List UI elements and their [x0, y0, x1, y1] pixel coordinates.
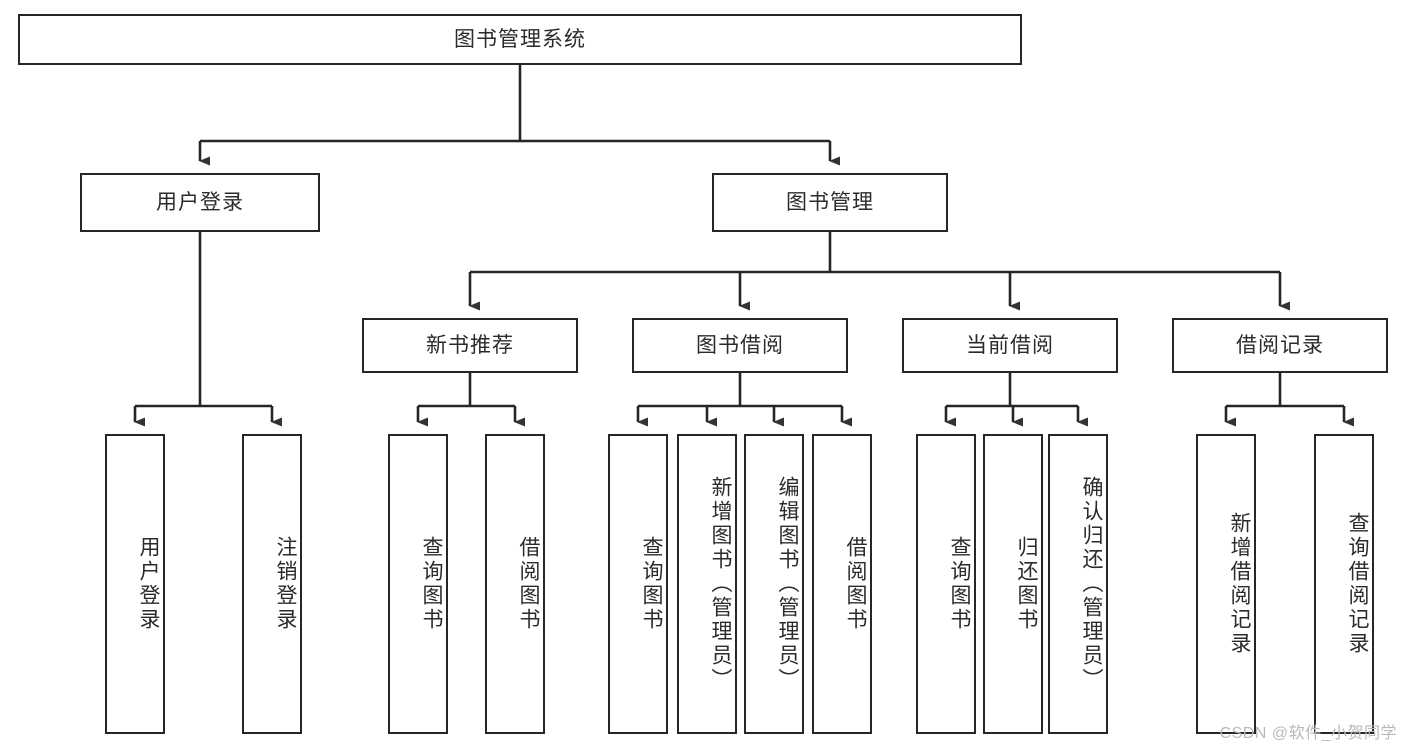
node-l-login[interactable]: 用户登录 — [105, 434, 165, 734]
node-l-qrec[interactable]: 查询借阅记录 — [1314, 434, 1374, 734]
node-label: 借阅图书 — [517, 536, 540, 632]
node-label: 新增图书（管理员） — [709, 476, 732, 692]
node-label: 查询图书 — [948, 536, 971, 632]
node-l-editbook[interactable]: 编辑图书（管理员） — [744, 434, 804, 734]
node-l-logout[interactable]: 注销登录 — [242, 434, 302, 734]
node-label: 图书管理系统 — [454, 27, 586, 51]
node-label: 新书推荐 — [426, 333, 514, 357]
node-l-bbook1[interactable]: 借阅图书 — [485, 434, 545, 734]
node-label: 新增借阅记录 — [1228, 512, 1251, 656]
node-label: 编辑图书（管理员） — [776, 476, 799, 692]
node-l-qbook2[interactable]: 查询图书 — [608, 434, 668, 734]
node-label: 查询图书 — [420, 536, 443, 632]
node-l-qbook3[interactable]: 查询图书 — [916, 434, 976, 734]
node-label: 图书借阅 — [696, 333, 784, 357]
node-borrow[interactable]: 图书借阅 — [632, 318, 848, 373]
node-l-qbook1[interactable]: 查询图书 — [388, 434, 448, 734]
node-label: 用户登录 — [137, 536, 160, 632]
node-label: 归还图书 — [1015, 536, 1038, 632]
node-bookmgmt[interactable]: 图书管理 — [712, 173, 948, 232]
node-label: 图书管理 — [786, 190, 874, 214]
node-records[interactable]: 借阅记录 — [1172, 318, 1388, 373]
node-label: 注销登录 — [274, 536, 297, 632]
node-current[interactable]: 当前借阅 — [902, 318, 1118, 373]
node-root[interactable]: 图书管理系统 — [18, 14, 1022, 65]
node-l-addrec[interactable]: 新增借阅记录 — [1196, 434, 1256, 734]
node-login[interactable]: 用户登录 — [80, 173, 320, 232]
node-l-return[interactable]: 归还图书 — [983, 434, 1043, 734]
node-label: 用户登录 — [156, 190, 244, 214]
node-label: 确认归还（管理员） — [1080, 476, 1103, 692]
node-label: 查询图书 — [640, 536, 663, 632]
node-newbook[interactable]: 新书推荐 — [362, 318, 578, 373]
node-label: 借阅图书 — [844, 536, 867, 632]
node-label: 当前借阅 — [966, 333, 1054, 357]
node-label: 借阅记录 — [1236, 333, 1324, 357]
node-l-bbook2[interactable]: 借阅图书 — [812, 434, 872, 734]
csdn-watermark: CSDN @软件_小贺同学 — [1219, 725, 1397, 742]
node-label: 查询借阅记录 — [1346, 512, 1369, 656]
node-l-confirm[interactable]: 确认归还（管理员） — [1048, 434, 1108, 734]
node-l-addbook[interactable]: 新增图书（管理员） — [677, 434, 737, 734]
